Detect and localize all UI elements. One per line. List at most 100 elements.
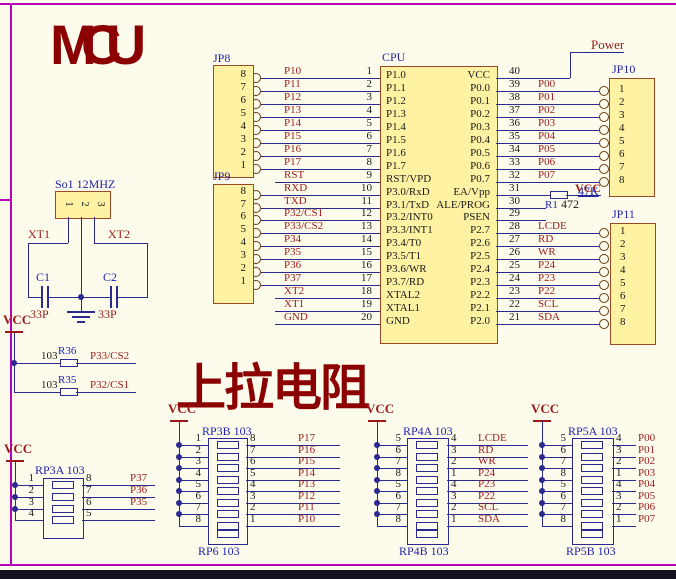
connector-pin-circle (599, 267, 609, 277)
rp3a-resistor (52, 481, 74, 489)
cpu-pin-name: P3.2/INT0 (386, 211, 433, 223)
cpu-pin-number: 6 (366, 130, 373, 142)
wire (15, 508, 43, 510)
net-label-xt1: XT1 (28, 227, 50, 241)
crystal-pin-number: 3 (95, 201, 106, 207)
crystal-designator: So1 12MHZ (55, 177, 116, 191)
jp11-pin-number: 1 (620, 225, 626, 237)
wire (118, 297, 147, 298)
rp3a-pin-number: 3 (28, 495, 35, 508)
jp8-pin-number: 3 (240, 133, 247, 145)
rp3a-pin-number: 2 (28, 484, 35, 496)
net-label: P03 (638, 466, 656, 479)
rp5-pin-number: 6 (560, 443, 567, 456)
rp4-resistor (416, 464, 438, 472)
jp11-pin-number: 5 (620, 277, 626, 289)
cpu-pin-number: 9 (366, 169, 373, 181)
cpu-pin-number: 28 (509, 220, 520, 232)
cpu-pin-number: 29 (509, 207, 520, 219)
rp3b-resistor (217, 521, 239, 530)
net-label: P17 (284, 156, 302, 168)
connector-pin-circle (599, 241, 609, 251)
rp3a-designator: RP3A 103 (35, 463, 85, 477)
junction-dot (539, 511, 545, 517)
jp9-pin-number: 1 (240, 275, 247, 287)
cpu-pin-name: P1.4 (386, 121, 406, 133)
cpu-pin-name: P1.3 (386, 108, 406, 120)
wire (566, 195, 601, 196)
wire (82, 520, 155, 521)
rp3b-body (208, 438, 248, 545)
net-label: P11 (284, 78, 301, 90)
junction-dot (176, 453, 182, 460)
wire (542, 421, 543, 526)
net-label: P00 (638, 432, 656, 444)
cpu-pin-number: 15 (361, 246, 372, 258)
net-label: P04 (638, 478, 656, 490)
rp5-resistor (581, 475, 603, 484)
wire (246, 479, 340, 481)
rp5-pin-number: 5 (560, 478, 567, 490)
wire (447, 468, 528, 469)
rp3a-pin-number: 1 (28, 472, 35, 484)
net-label: P33/CS2 (284, 220, 324, 232)
rp3b-pin-number: 3 (250, 489, 256, 502)
wire (179, 421, 180, 526)
cpu-pin-number: 22 (509, 298, 520, 310)
rp5-pin-number: 8 (560, 466, 567, 479)
cpu-pin-name: P1.1 (386, 82, 406, 94)
wire (246, 445, 340, 446)
net-label: P36 (130, 484, 148, 496)
wire (612, 468, 636, 469)
net-label: P05 (638, 489, 656, 502)
cpu-designator: CPU (382, 50, 406, 64)
rp5-pin-number: 2 (616, 455, 622, 467)
wire (377, 456, 407, 458)
wire (261, 78, 380, 79)
connector-pin-circle (599, 125, 609, 135)
cpu-pin-number: 34 (509, 143, 520, 155)
net-label-power: Power (591, 37, 625, 52)
wire (261, 233, 380, 234)
c2-designator: C2 (103, 270, 118, 284)
cpu-pin-number: 37 (509, 104, 520, 116)
cpu-pin-number: 18 (361, 285, 372, 297)
rp4-resistor (416, 521, 438, 530)
jp9-pin-number: 7 (240, 198, 247, 210)
cpu-pin-name: P0.1 (470, 95, 490, 107)
net-label: P32/CS1 (90, 379, 130, 391)
wire (94, 217, 95, 243)
wire (542, 445, 572, 446)
wire (261, 259, 380, 260)
wire (68, 217, 69, 243)
cpu-pin-name: XTAL1 (386, 302, 420, 314)
ground-symbol (81, 297, 82, 311)
cpu-pin-number: 33 (509, 156, 520, 168)
wire (179, 525, 208, 527)
wire (14, 363, 60, 364)
wire (275, 182, 380, 183)
wire (496, 272, 599, 273)
wire (76, 363, 136, 364)
capacitor-c2-plate (116, 286, 118, 308)
cpu-pin-name: P2.7 (470, 224, 490, 236)
capacitor-c1-plate (41, 286, 43, 308)
rp4-pin-number: 4 (451, 478, 457, 490)
rp3b-pin-number: 4 (195, 466, 202, 479)
rp3b-designator: RP6 103 (198, 544, 240, 558)
wire (261, 208, 380, 209)
cpu-pin-number: 4 (366, 104, 373, 116)
rp3b-pin-number: 7 (195, 501, 202, 513)
cpu-pin-number: 21 (509, 311, 520, 323)
cpu-pin-number: 20 (361, 311, 372, 323)
wire (261, 130, 380, 131)
rp5-pin-number: 4 (616, 432, 622, 444)
net-label: P23 (538, 272, 556, 284)
cpu-pin-number: 16 (361, 259, 372, 271)
wire (261, 156, 380, 157)
net-label: P22 (538, 285, 556, 297)
cpu-pin-name: P2.6 (470, 237, 490, 249)
rp3b-pin-number: 5 (250, 466, 256, 479)
jp11-designator: JP11 (612, 207, 635, 221)
jp9-pin-number: 2 (240, 262, 247, 274)
